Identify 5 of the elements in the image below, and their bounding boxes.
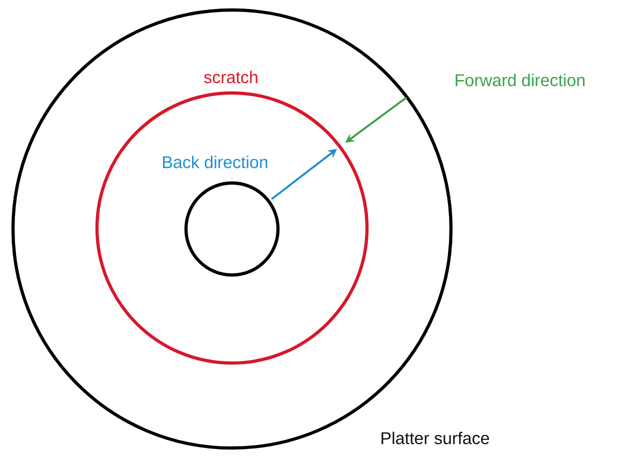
- circle-label: Platter surface: [382, 432, 490, 444]
- edge-label: Forward direction: [453, 72, 587, 88]
- edge-label: Back direction: [160, 154, 270, 170]
- spindle-circle: [184, 181, 280, 277]
- circle-label: scratch: [204, 70, 258, 84]
